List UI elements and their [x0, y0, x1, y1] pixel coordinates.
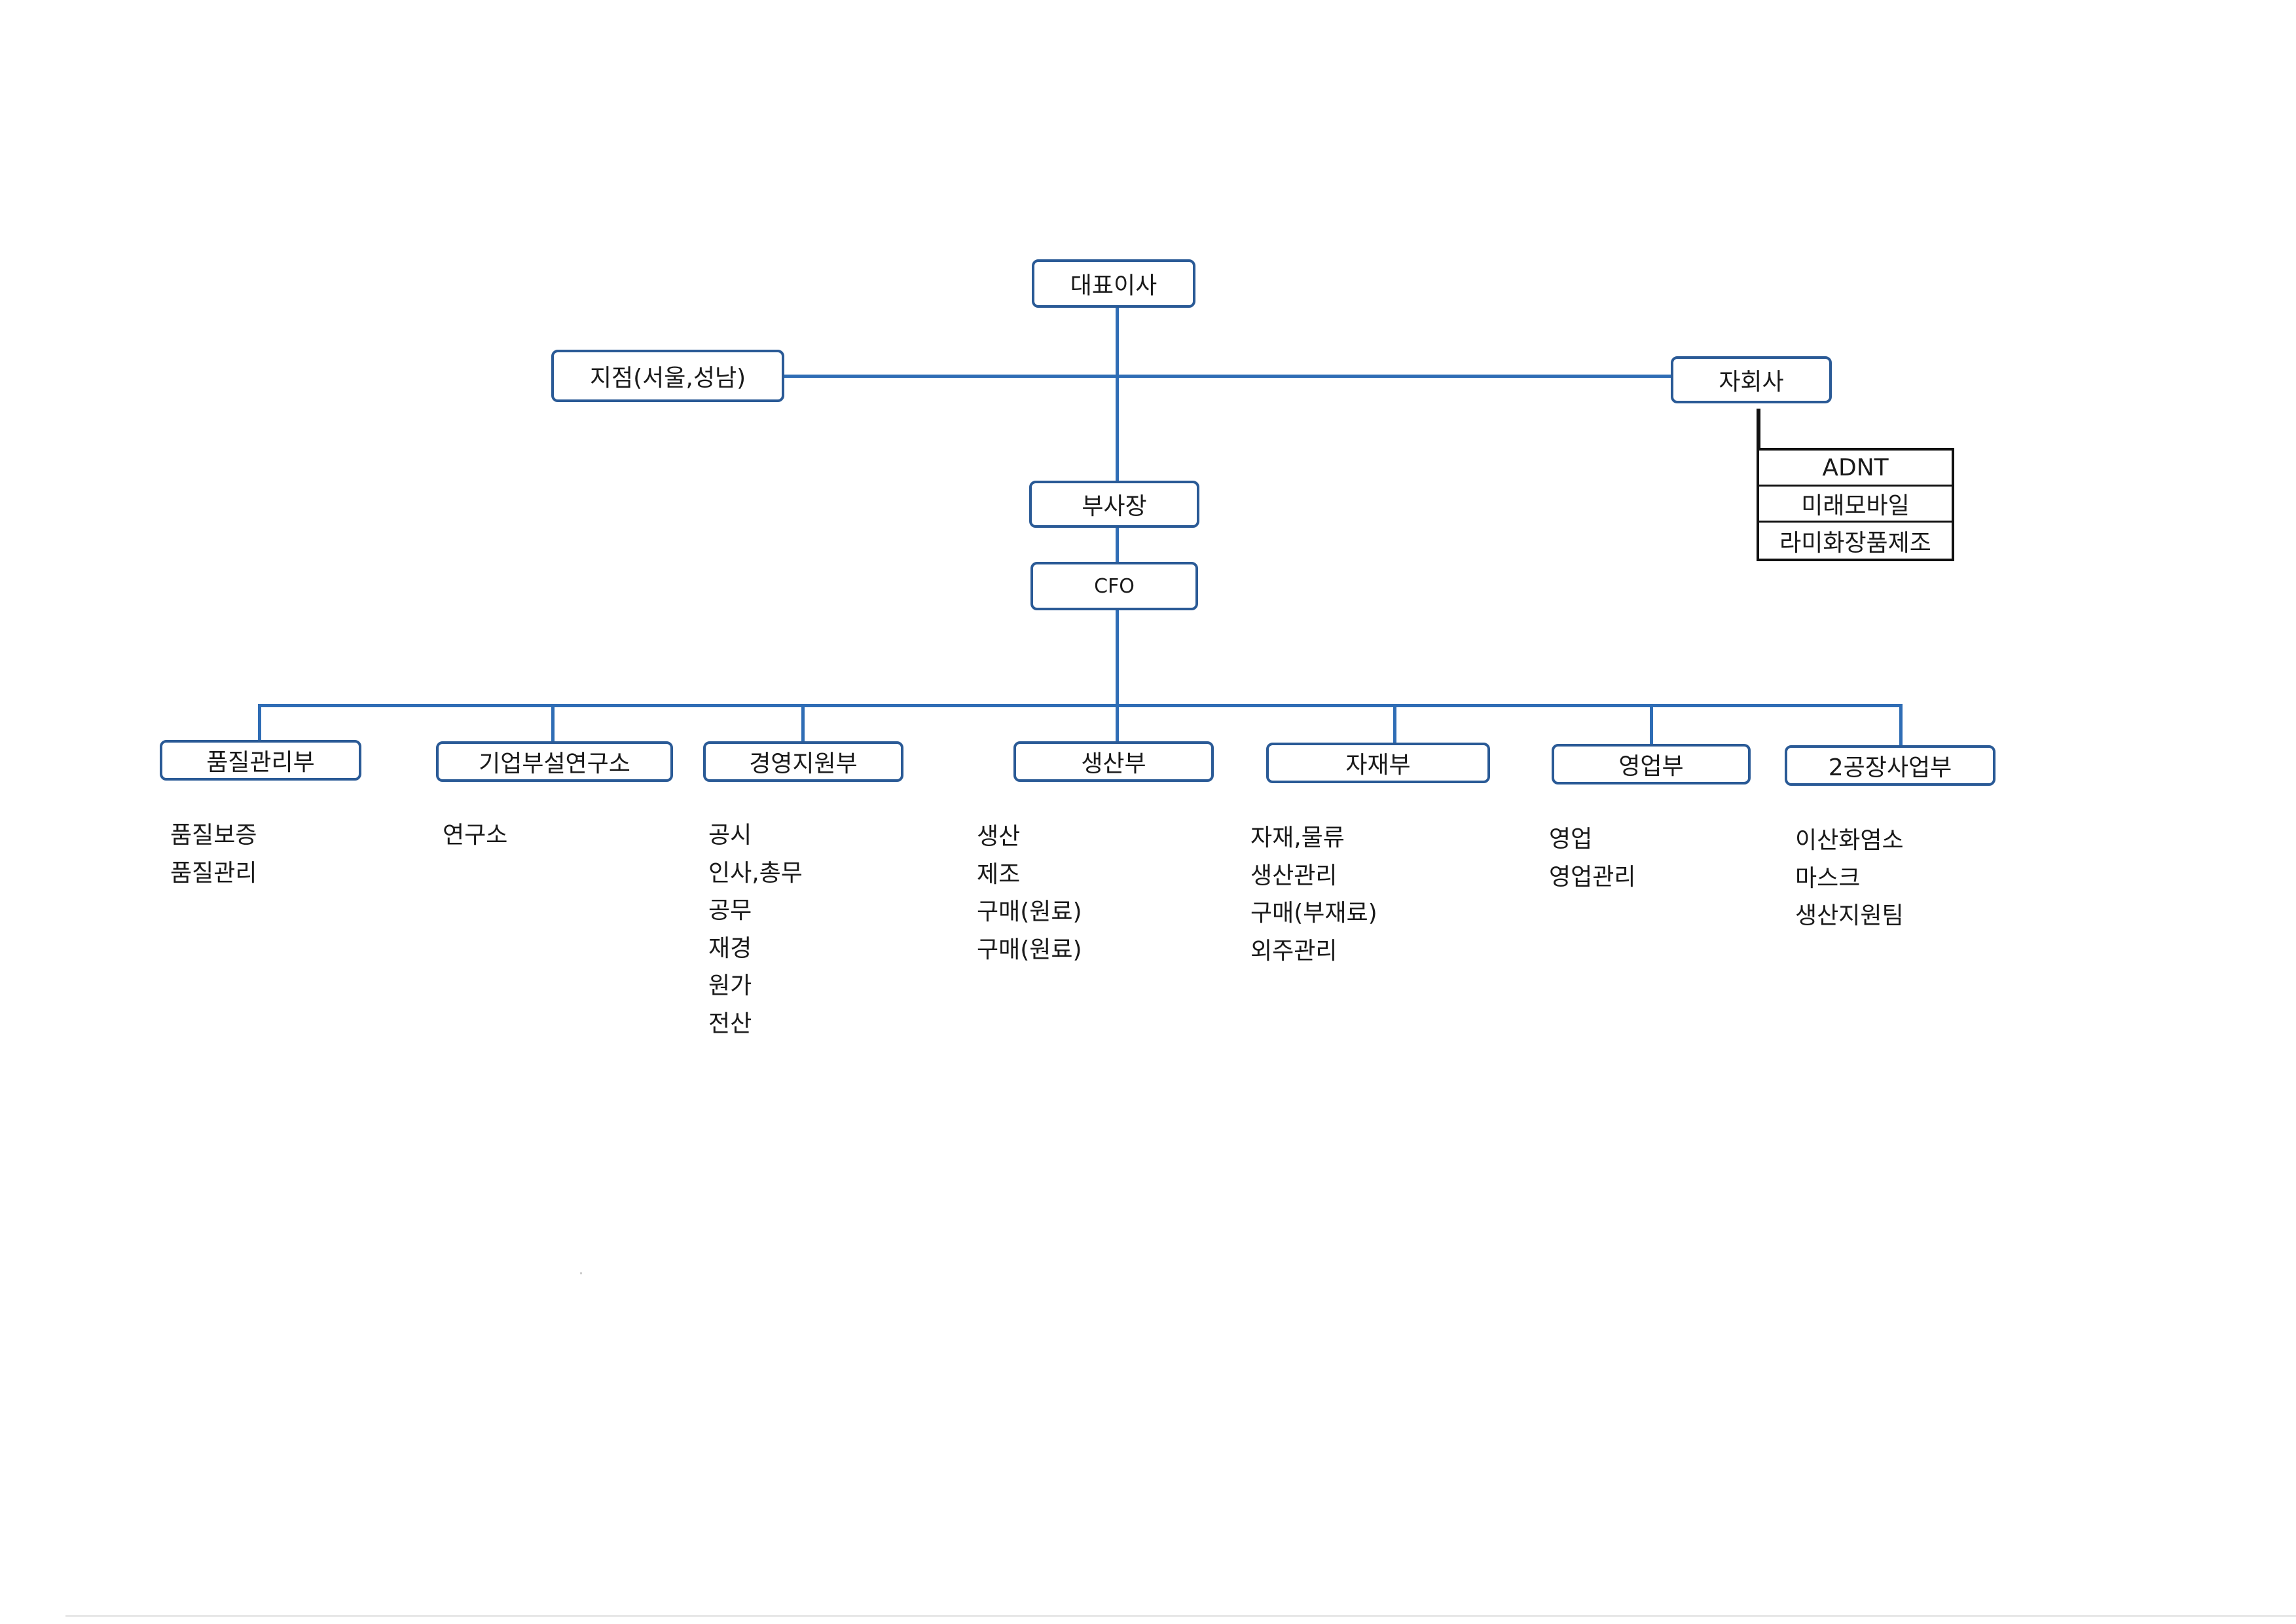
subsidiary-label: 자회사 [1719, 369, 1784, 396]
team-item: 전산 [708, 1010, 752, 1037]
vp-label: 부사장 [1082, 493, 1147, 520]
team-item: 공시 [708, 822, 752, 849]
connector-dept-management [801, 704, 805, 742]
dept-box-quality: 품질관리부 [160, 740, 361, 781]
team-list-quality: 품질보증 품질관리 [170, 817, 257, 892]
scan-edge-rule [65, 1615, 2296, 1617]
team-item: 생산지원팀 [1795, 902, 1904, 929]
team-item: 품질관리 [170, 859, 257, 887]
ceo-label: 대표이사 [1070, 272, 1157, 299]
team-item: 마스크 [1795, 864, 1861, 892]
subsidiary-box: 자회사 [1671, 356, 1832, 403]
team-item: 외주관리 [1250, 937, 1338, 965]
team-item: 인사,총무 [708, 859, 803, 887]
dept-box-production: 생산부 [1013, 741, 1214, 782]
team-item: 구매(원료) [977, 898, 1082, 925]
ceo-box: 대표이사 [1032, 259, 1195, 308]
connector-dept-production [1116, 704, 1119, 743]
branch-label: 지점(서울,성남) [589, 365, 746, 392]
dept-box-plant2: 2공장사업부 [1785, 745, 1995, 786]
scan-speck [580, 1272, 582, 1274]
cfo-box: CFO [1030, 562, 1198, 610]
vp-box: 부사장 [1029, 481, 1199, 528]
team-item: 자재,물류 [1250, 824, 1345, 851]
team-item: 생산관리 [1250, 862, 1338, 889]
team-item: 품질보증 [170, 822, 257, 849]
team-item: 생산 [977, 823, 1021, 850]
team-list-research: 연구소 [443, 817, 507, 855]
branch-box: 지점(서울,성남) [551, 350, 784, 402]
subsidiary-item: ADNT [1759, 451, 1952, 487]
dept-label: 자재부 [1345, 752, 1411, 779]
team-item: 영업 [1549, 826, 1593, 853]
connector-department-bus [258, 704, 1903, 707]
team-list-plant2: 이산화염소 마스크 생산지원팀 [1795, 822, 1904, 935]
team-list-sales: 영업 영업관리 [1549, 821, 1635, 896]
connector-ceo-vp [1116, 306, 1119, 482]
team-list-production: 생산 제조 구매(원료) 구매(원료) [977, 818, 1082, 969]
team-item: 구매(부재료) [1250, 900, 1377, 927]
dept-label: 생산부 [1081, 750, 1146, 777]
team-item: 원가 [708, 972, 752, 999]
dept-box-sales: 영업부 [1552, 744, 1751, 784]
cfo-label: CFO [1094, 574, 1135, 598]
team-item: 구매(원료) [977, 936, 1082, 963]
dept-label: 영업부 [1618, 753, 1684, 780]
connector-dept-sales [1650, 704, 1653, 746]
team-item: 제조 [977, 860, 1021, 888]
dept-box-research: 기업부설연구소 [436, 741, 673, 782]
subsidiary-item: 미래모바일 [1759, 487, 1952, 523]
team-item: 연구소 [443, 822, 508, 849]
team-item: 영업관리 [1549, 863, 1636, 891]
team-list-materials: 자재,물류 생산관리 구매(부재료) 외주관리 [1250, 819, 1377, 970]
connector-dept-plant2 [1899, 704, 1903, 747]
dept-label: 기업부설연구소 [479, 750, 630, 777]
connector-branch-subsidiary [783, 375, 1673, 378]
subsidiary-item: 라미화장품제조 [1779, 529, 1931, 557]
team-item: 공무 [708, 897, 752, 924]
dept-box-materials: 자재부 [1266, 743, 1490, 783]
connector-cfo-departments [1116, 610, 1119, 706]
dept-label: 품질관리부 [206, 749, 315, 776]
subsidiary-list: ADNT 미래모바일 라미화장품제조 [1757, 448, 1954, 561]
dept-label: 2공장사업부 [1828, 754, 1952, 781]
connector-vp-cfo [1116, 525, 1119, 562]
connector-subsidiary-list [1757, 409, 1760, 449]
team-item: 이산화염소 [1795, 827, 1904, 854]
team-list-management: 공시 인사,총무 공무 재경 원가 전산 [708, 817, 803, 1043]
connector-dept-research [551, 704, 555, 742]
dept-box-management: 경영지원부 [703, 741, 903, 782]
team-item: 재경 [708, 934, 752, 962]
dept-label: 경영지원부 [749, 750, 858, 777]
connector-dept-quality [258, 704, 261, 742]
connector-dept-materials [1393, 704, 1396, 745]
